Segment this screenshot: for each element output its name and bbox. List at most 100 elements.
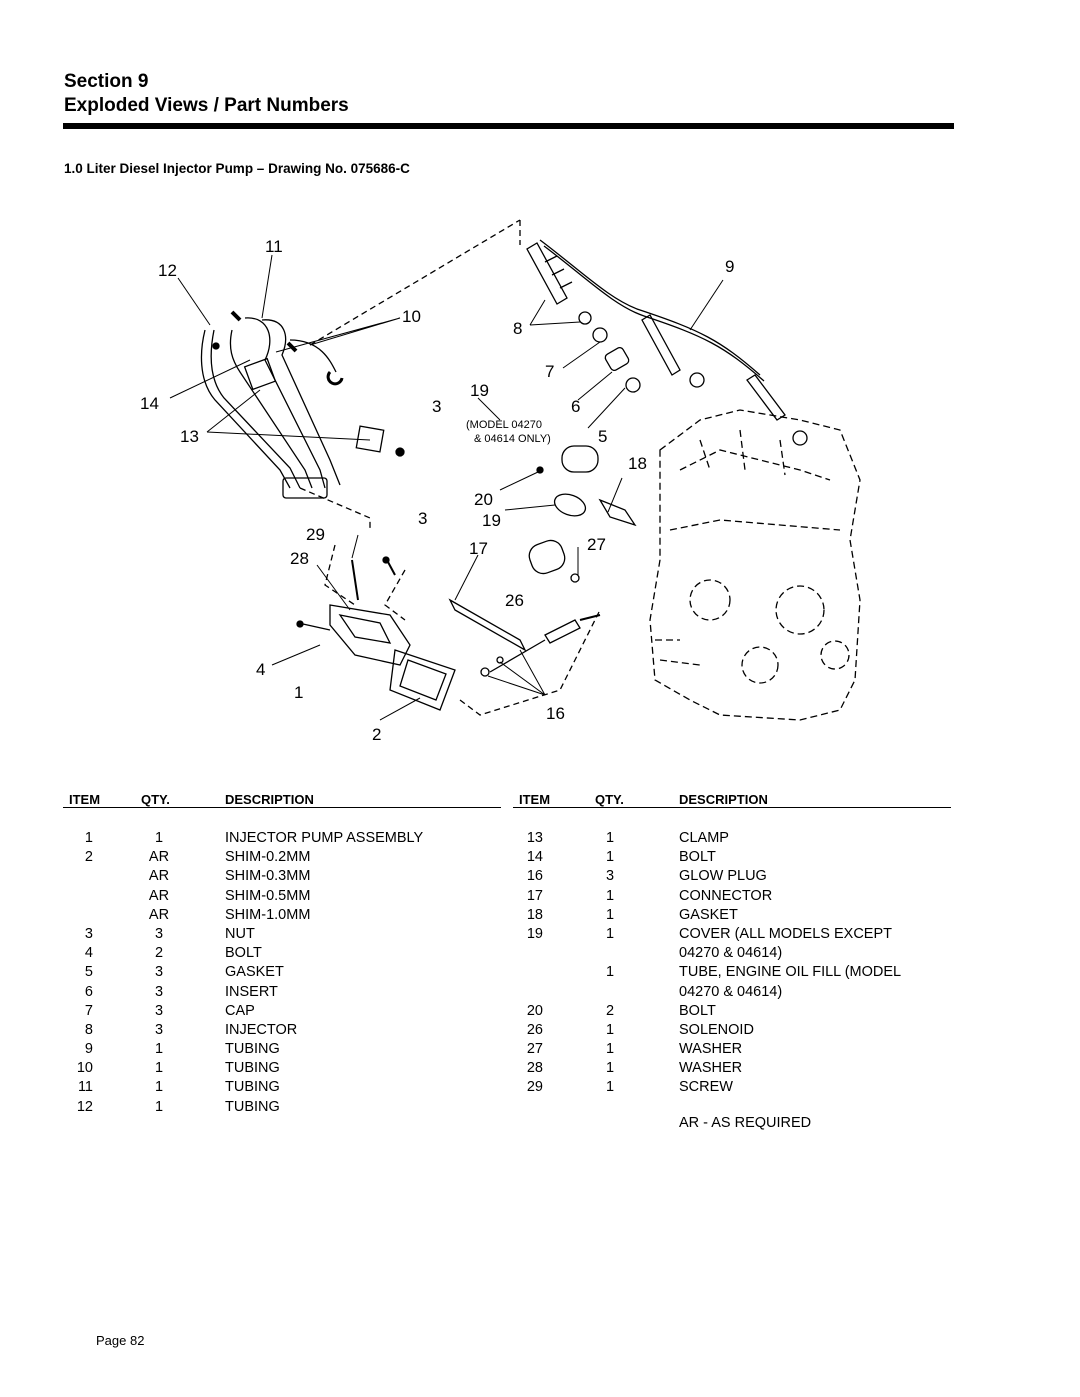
table-row: 6 3 INSERT xyxy=(63,983,501,1002)
callout-20: 20 xyxy=(474,490,493,509)
item-quantity: AR xyxy=(148,868,170,885)
item-number: 3 xyxy=(84,925,93,942)
item-description: INSERT xyxy=(225,983,278,1000)
item-quantity: 3 xyxy=(154,1002,164,1019)
header-qty: QTY. xyxy=(141,792,170,807)
item-description: CAP xyxy=(225,1002,255,1019)
item-description: SHIM-1.0MM xyxy=(225,906,311,923)
callout-18: 18 xyxy=(628,454,647,473)
injector-pump-assembly xyxy=(296,544,456,711)
item-quantity: 1 xyxy=(605,849,615,866)
callout-5: 5 xyxy=(598,427,607,446)
item-description: GLOW PLUG xyxy=(679,868,767,885)
item-description: CLAMP xyxy=(679,830,729,846)
item-quantity: 1 xyxy=(154,1079,164,1096)
item-quantity: 3 xyxy=(154,983,164,1000)
item-quantity: AR xyxy=(148,849,170,866)
item-number: 9 xyxy=(84,1041,93,1058)
callout-8: 8 xyxy=(513,319,522,338)
item-quantity: AR xyxy=(148,887,170,904)
item-description: INJECTOR PUMP ASSEMBLY xyxy=(225,830,424,846)
item-number: 8 xyxy=(84,1021,93,1038)
item-description: WASHER xyxy=(679,1041,743,1058)
item-description: BOLT xyxy=(679,1002,716,1019)
callout-29: 29 xyxy=(306,525,325,544)
page-title: Exploded Views / Part Numbers xyxy=(64,95,349,116)
item-quantity: 2 xyxy=(154,945,164,962)
item-quantity: 1 xyxy=(605,830,615,846)
item-description: CONNECTOR xyxy=(679,887,773,904)
callout-7: 7 xyxy=(545,362,554,381)
callout-3-bottom: 3 xyxy=(418,509,427,528)
item-number: 12 xyxy=(76,1098,93,1115)
item-quantity: 1 xyxy=(605,964,615,981)
item-quantity: 1 xyxy=(154,1098,164,1115)
callout-28: 28 xyxy=(290,549,309,568)
header-rule xyxy=(63,123,954,129)
item-quantity: 1 xyxy=(154,1041,164,1058)
table-header: ITEM QTY. DESCRIPTION xyxy=(63,790,501,808)
callout-1: 1 xyxy=(294,683,303,702)
item-quantity: 2 xyxy=(605,1002,615,1019)
item-number: 27 xyxy=(526,1041,543,1058)
bracket-and-glow-plugs xyxy=(448,539,601,716)
section-label: Section 9 xyxy=(64,71,149,92)
table-row: AR SHIM-0.3MM xyxy=(63,867,501,886)
item-quantity: 1 xyxy=(154,1060,164,1077)
item-number: 10 xyxy=(76,1060,93,1077)
item-number: 16 xyxy=(526,868,543,885)
item-quantity: 1 xyxy=(605,1060,615,1077)
model-note-line2: & 04614 ONLY) xyxy=(474,433,551,445)
table-header: ITEM QTY. DESCRIPTION xyxy=(513,790,951,808)
callout-3-top: 3 xyxy=(432,397,441,416)
item-quantity: 1 xyxy=(605,925,615,942)
table-row: 9 1 TUBING xyxy=(63,1040,501,1059)
item-description: TUBING xyxy=(225,1041,280,1058)
item-description: GASKET xyxy=(225,964,284,981)
callout-16: 16 xyxy=(546,704,565,723)
item-description: TUBING xyxy=(225,1098,280,1115)
header-description: DESCRIPTION xyxy=(225,792,314,807)
callout-2: 2 xyxy=(372,725,381,744)
item-description: NUT xyxy=(225,925,255,942)
header-item: ITEM xyxy=(519,792,551,807)
item-number: 29 xyxy=(526,1079,543,1096)
callout-10: 10 xyxy=(402,307,421,326)
item-description: SCREW xyxy=(679,1079,733,1096)
drawing-title: 1.0 Liter Diesel Injector Pump – Drawing… xyxy=(64,161,410,176)
item-description: SHIM-0.3MM xyxy=(225,868,311,885)
as-required-note: AR - AS REQUIRED xyxy=(679,1115,812,1131)
item-number: 5 xyxy=(84,964,93,981)
item-description: 04270 & 04614) xyxy=(679,945,783,962)
item-number: 4 xyxy=(84,945,93,962)
item-number: 6 xyxy=(84,983,93,1000)
page-number: Page 82 xyxy=(96,1333,145,1348)
item-quantity: 1 xyxy=(605,1021,615,1038)
callout-6: 6 xyxy=(571,397,580,416)
item-number: 19 xyxy=(526,925,543,942)
item-description: SHIM-0.2MM xyxy=(225,849,311,866)
item-number: 14 xyxy=(526,849,543,866)
covers-and-gaskets xyxy=(536,445,637,527)
callout-17: 17 xyxy=(469,539,488,558)
callout-4: 4 xyxy=(256,660,265,679)
engine-block xyxy=(649,409,861,721)
